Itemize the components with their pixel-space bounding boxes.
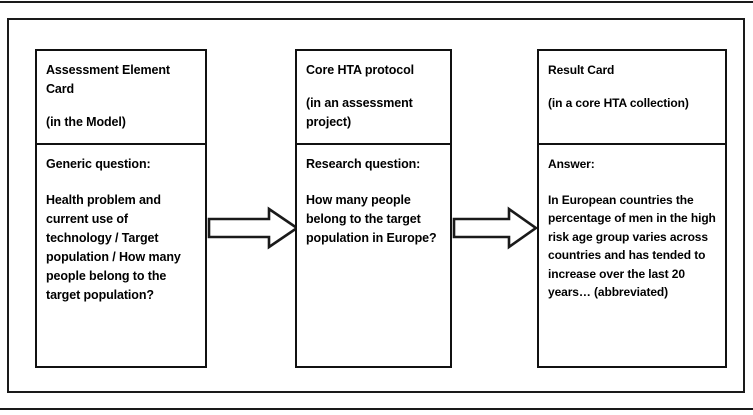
field-label: Generic question: [46, 157, 151, 171]
field-label: Research question: [306, 157, 421, 171]
page-rule-bottom [0, 408, 753, 410]
card-title: Core HTA protocol [306, 63, 415, 77]
figure-frame: Assessment Element Card (in the Model) G… [7, 18, 745, 393]
card-core-hta-protocol: Core HTA protocol (in an assessment proj… [295, 49, 452, 368]
card-header: Core HTA protocol (in an assessment proj… [297, 51, 450, 145]
field-text: Health problem and current use of techno… [46, 193, 181, 302]
card-title: Result Card [548, 63, 615, 77]
card-body: Research question: How many people belon… [297, 145, 450, 366]
flow-row: Assessment Element Card (in the Model) G… [9, 20, 743, 391]
page-rule-top [0, 1, 753, 3]
card-body: Answer: In European countries the percen… [539, 145, 725, 366]
card-subtitle: (in a core HTA collection) [548, 95, 689, 110]
block-arrow-right-icon [207, 206, 299, 250]
card-body: Generic question: Health problem and cur… [37, 145, 205, 366]
card-header: Result Card (in a core HTA collection) [539, 51, 725, 145]
field-label: Answer: [548, 157, 595, 171]
card-subtitle: (in the Model) [46, 115, 126, 129]
field-text: In European countries the percentage of … [548, 192, 716, 300]
field-text: How many people belong to the target pop… [306, 193, 437, 245]
card-title: Assessment Element Card [46, 63, 170, 96]
card-result: Result Card (in a core HTA collection) A… [537, 49, 727, 368]
block-arrow-right-icon [452, 206, 538, 250]
card-header: Assessment Element Card (in the Model) [37, 51, 205, 145]
card-assessment-element: Assessment Element Card (in the Model) G… [35, 49, 207, 368]
card-subtitle: (in an assessment project) [306, 96, 413, 129]
